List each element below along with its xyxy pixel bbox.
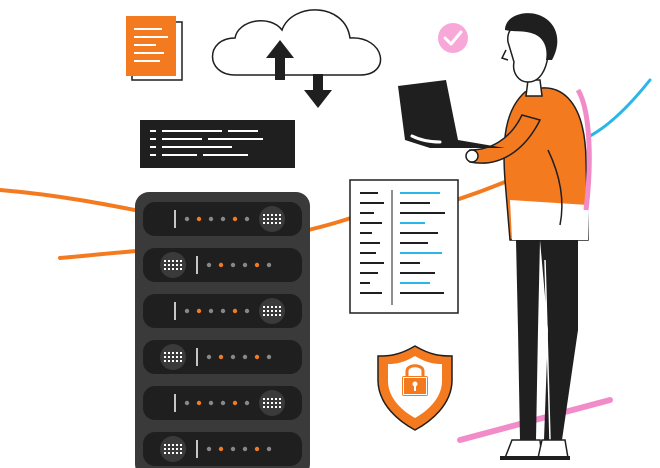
- document-icon: [126, 16, 183, 81]
- person-with-laptop-icon: [398, 13, 592, 460]
- shield-lock-icon: [377, 345, 453, 431]
- cloud-sync-icon: [211, 9, 382, 108]
- code-document-icon: [349, 179, 459, 314]
- server-rack-icon: [135, 192, 310, 468]
- terminal-icon: [140, 120, 295, 168]
- check-badge-icon: [438, 23, 468, 53]
